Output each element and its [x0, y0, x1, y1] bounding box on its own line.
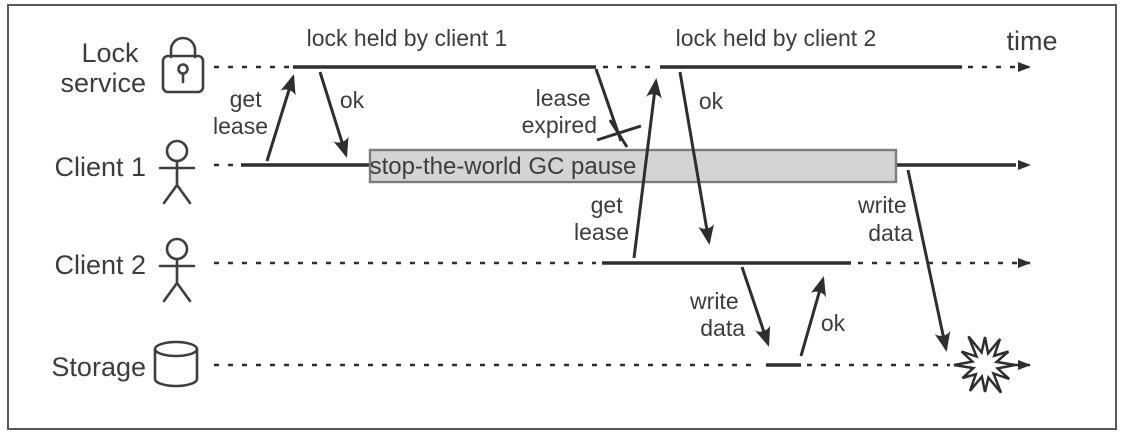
- client1-ok-label: ok: [340, 87, 365, 113]
- client2-write-data-label: write data: [689, 288, 745, 341]
- client2-write-data-label-line1: write: [689, 288, 739, 314]
- storage-ok-label: ok: [821, 310, 846, 336]
- client1-get-lease-label: get lease: [213, 86, 268, 139]
- gc-pause-label: stop-the-world GC pause: [370, 153, 637, 180]
- lock-service-label-line1: Lock: [81, 38, 139, 68]
- client2-ok-arrow: [678, 71, 715, 245]
- padlock-icon: [161, 36, 205, 94]
- client1-get-lease-label-line1: get: [230, 86, 263, 112]
- lane-label-storage: Storage: [51, 352, 146, 382]
- lease-expired-label: lease expired: [522, 85, 597, 138]
- figure-frame: [7, 4, 1117, 430]
- client2-write-data-arrow: [740, 266, 771, 347]
- client2-write-data-label-line2: data: [700, 315, 745, 341]
- lane-label-lock-service: Lock service: [60, 38, 146, 98]
- lock-held-by-client2-label: lock held by client 2: [676, 25, 877, 51]
- lease-expired-label-line2: expired: [522, 112, 597, 138]
- lease-expired-label-line1: lease: [536, 85, 591, 111]
- person-icon-client-1: [158, 139, 196, 205]
- lock-held-by-client1-label: lock held by client 1: [307, 25, 508, 51]
- lane-label-client-2: Client 2: [54, 250, 146, 280]
- client2-get-lease-label: get lease: [574, 192, 629, 245]
- client1-get-lease-arrow: [265, 74, 296, 162]
- lease-expired-cross-stroke-2: [608, 119, 629, 148]
- client2-get-lease-arrow: [632, 78, 662, 259]
- gc-pause-box: stop-the-world GC pause: [368, 148, 898, 184]
- lane-label-client-1: Client 1: [54, 152, 146, 182]
- client1-write-data-label-line1: write: [857, 192, 907, 218]
- client2-get-lease-label-line2: lease: [574, 219, 629, 245]
- lease-expired-arrow: [594, 68, 642, 148]
- lock-service-label-line2: service: [60, 68, 146, 98]
- crash-explosion-icon: [953, 335, 1016, 394]
- database-cylinder-icon: [153, 340, 199, 388]
- client1-write-data-label-line2: data: [868, 220, 913, 246]
- client1-write-data-arrow: [906, 169, 951, 352]
- client2-get-lease-label-line1: get: [591, 192, 624, 218]
- person-icon-client-2: [158, 237, 196, 303]
- client1-write-data-label: write data: [857, 192, 913, 246]
- client1-get-lease-label-line2: lease: [213, 113, 268, 139]
- time-axis-label: time: [1006, 26, 1057, 56]
- client2-ok-label: ok: [699, 88, 724, 114]
- storage-ok-arrow: [799, 276, 827, 357]
- client1-ok-arrow: [318, 71, 349, 158]
